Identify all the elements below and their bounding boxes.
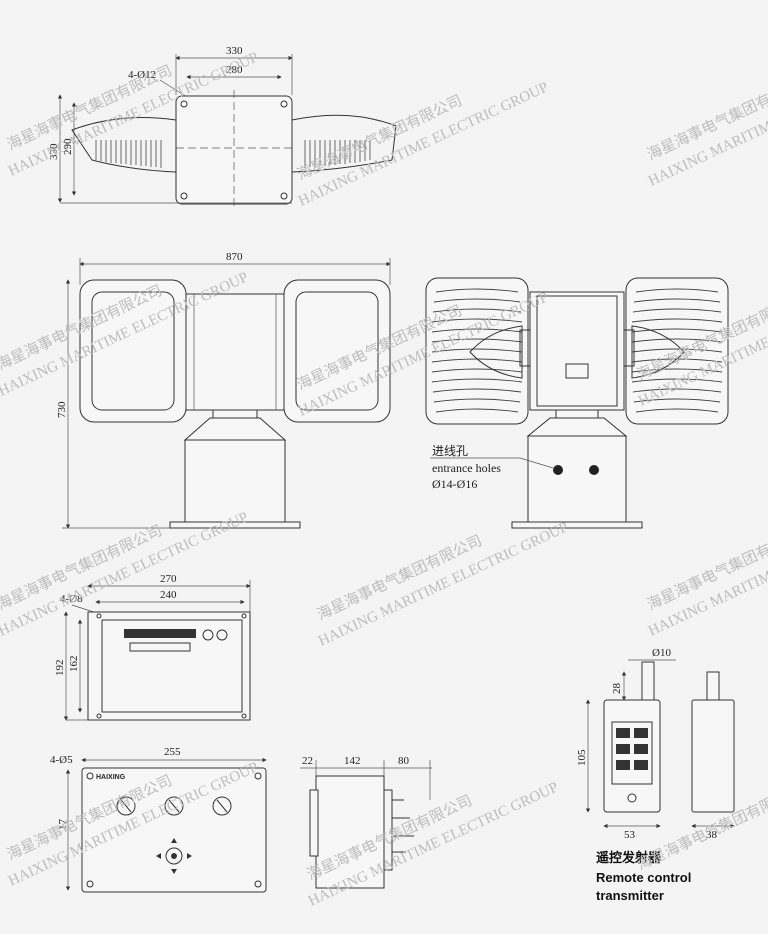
box-dim-240: 240	[160, 589, 177, 601]
top-holes: 4-Ø12	[128, 69, 156, 81]
entrance-label-cn: 进线孔	[432, 444, 468, 458]
remote-view: Ø10 28 105 53 38 遥控发射器 Remote control tr…	[576, 647, 735, 903]
box-dim-162: 162	[68, 656, 80, 673]
remote-title-en-1: Remote control	[596, 870, 691, 885]
box-dim-192: 192	[54, 660, 66, 677]
remote-dim-38: 38	[706, 829, 718, 841]
remote-title-en-2: transmitter	[596, 888, 664, 903]
entrance-label-en: entrance holes	[432, 461, 501, 475]
side-dim-22: 22	[302, 755, 313, 767]
remote-title-cn: 遥控发射器	[596, 850, 662, 865]
panel-brand: HAIXING	[96, 774, 126, 781]
remote-dim-105: 105	[576, 749, 588, 766]
front-dim-870: 870	[226, 251, 243, 263]
control-box-view: 270 240 4-Ø8 192 162	[54, 573, 251, 721]
remote-dim-28: 28	[611, 683, 623, 695]
remote-dim-53: 53	[624, 829, 636, 841]
top-dim-280: 280	[226, 64, 243, 76]
remote-dim-d10: Ø10	[652, 647, 671, 659]
top-view: 330 280 4-Ø12 330 290	[48, 45, 397, 210]
watermark-en: HAIXING MARITIME ELECTRIC GROUP	[316, 519, 571, 649]
side-dim-142: 142	[344, 755, 361, 767]
front-view: 870 730	[56, 251, 391, 529]
top-dim-330v: 330	[48, 143, 60, 160]
side-view: 进线孔 entrance holes Ø14-Ø16	[425, 277, 729, 529]
panel-dim-255: 255	[164, 746, 181, 758]
front-dim-730: 730	[56, 401, 68, 418]
top-dim-330: 330	[226, 45, 243, 57]
panel-holes: 4-Ø5	[50, 754, 73, 766]
box-holes: 4-Ø8	[60, 593, 83, 605]
box-dim-270: 270	[160, 573, 177, 585]
panel-dim-17: 17	[57, 819, 69, 831]
panel-side-view: 22 142 80	[300, 755, 432, 889]
panel-view: 255 4-Ø5 17 HAIXING	[50, 746, 267, 893]
side-dim-80: 80	[398, 755, 410, 767]
entrance-label-size: Ø14-Ø16	[432, 477, 477, 491]
top-dim-290v: 290	[62, 138, 74, 155]
watermark-en: HAIXING MARITIME ELECTRIC GROUP	[296, 79, 551, 209]
